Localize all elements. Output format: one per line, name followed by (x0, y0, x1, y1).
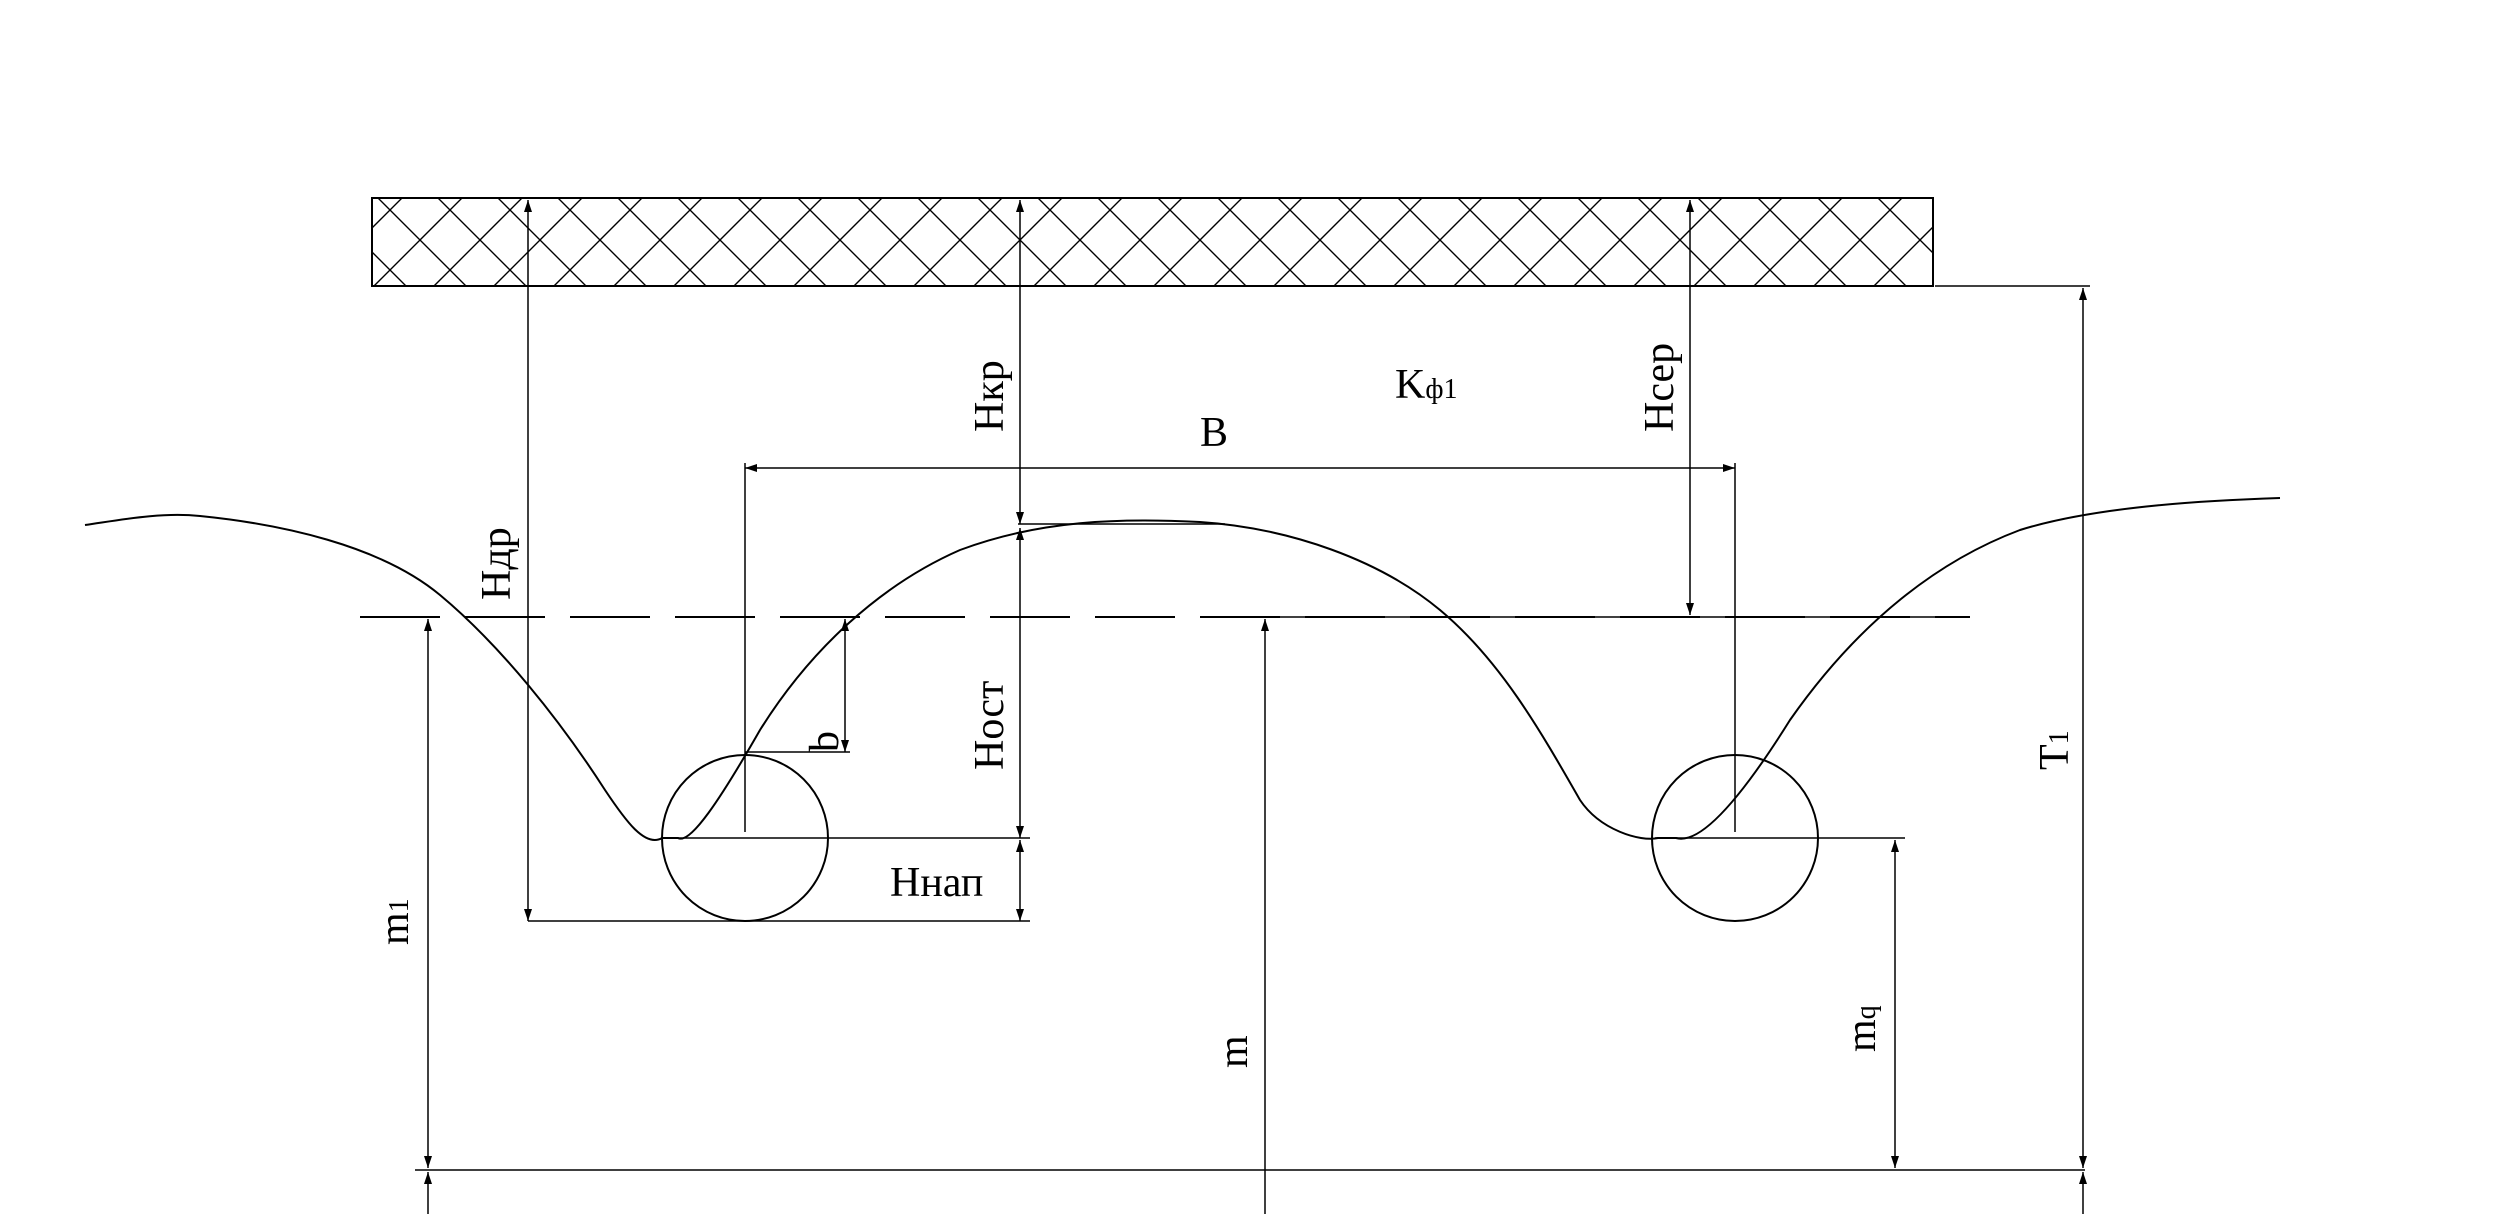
label-b-lower: b (802, 731, 848, 752)
label-b-upper: B (1200, 410, 1228, 456)
label-t1-main: T (2032, 744, 2078, 770)
label-t1: T1 (2032, 730, 2078, 770)
label-m1-main: m (372, 912, 418, 945)
label-k-f1-main: K (1395, 362, 1425, 408)
label-h-nap: Hнап (890, 860, 983, 906)
label-h-dr: Hдр (474, 527, 520, 600)
label-k-f1: Kф1 (1395, 362, 1458, 408)
terrain-profile-curve (84, 497, 2281, 841)
label-mq: mq (1839, 1005, 1885, 1052)
label-m1-sub: 1 (384, 898, 415, 912)
label-h-ost: Hост (967, 681, 1013, 770)
label-t1-sub: 1 (2044, 730, 2075, 744)
label-k-f1-sub: ф1 (1425, 374, 1457, 405)
label-h-kr: Hкр (967, 360, 1013, 432)
label-m: m (1211, 1035, 1257, 1068)
label-h-ser: Hсер (1637, 343, 1683, 432)
label-mq-main: m (1839, 1019, 1885, 1052)
label-mq-sub: q (1851, 1005, 1882, 1019)
hatched-ground-layer (371, 197, 1934, 287)
label-m1: m1 (372, 898, 418, 945)
